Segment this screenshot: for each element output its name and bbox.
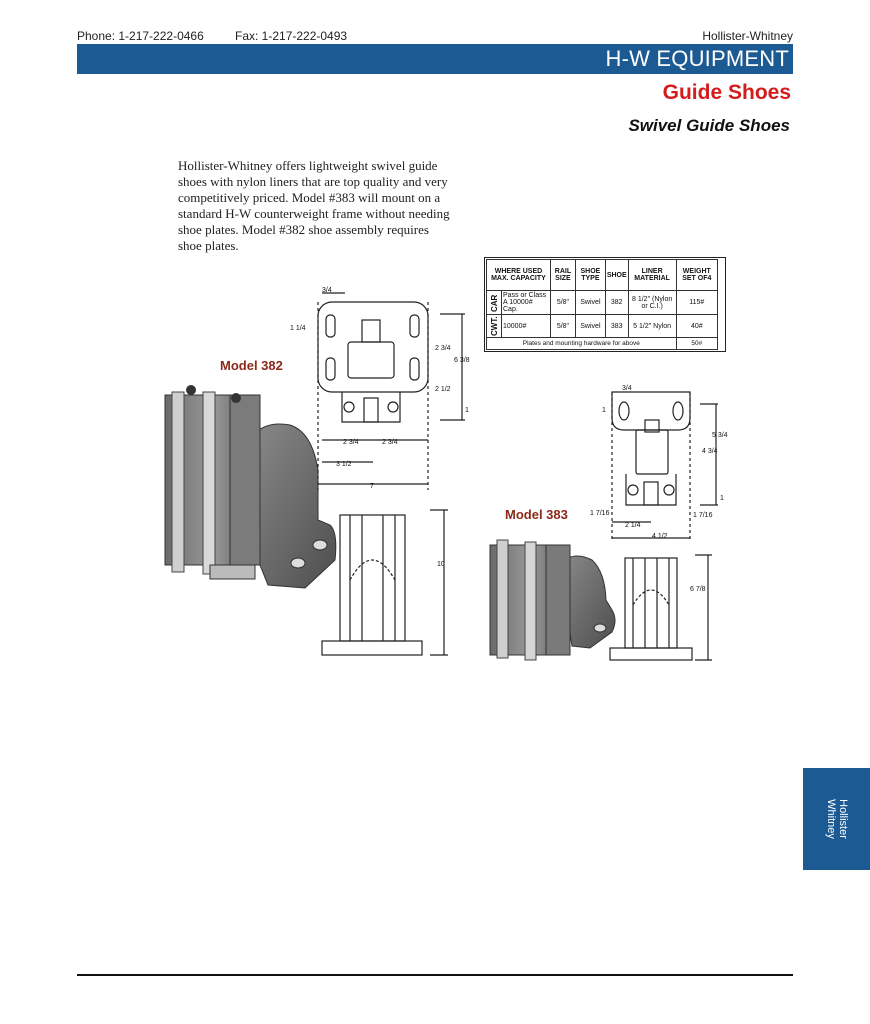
footer-label: Plates and mounting hardware for above: [486, 337, 677, 350]
model-383-photo: [489, 539, 616, 661]
side-tab-line2: Whitney: [824, 799, 837, 839]
dim-382-half-right: 2 3/4: [382, 439, 398, 446]
side-tab-line1: Hollister: [836, 799, 849, 839]
model-382-photo: [164, 385, 337, 589]
dim-383-right-mid: 4 3/4: [702, 448, 718, 455]
dim-382-overall-width: 7: [370, 483, 374, 490]
dim-383-half-width: 2 1/4: [625, 522, 641, 529]
dim-382-overall-height: 6 3/8: [454, 357, 470, 364]
row-rail: 5/8": [549, 314, 576, 338]
side-tab-label: Hollister Whitney: [825, 799, 849, 839]
table-footer-row: Plates and mounting hardware for above 5…: [486, 337, 719, 350]
model-382-dimensions: 3/4 1 1/4 2 3/4 6 3/8 2 1/2 1 2 3/4 2 3/…: [290, 287, 470, 568]
dim-382-right-bottom: 1: [465, 407, 469, 414]
sub-title: Swivel Guide Shoes: [628, 116, 790, 135]
row-liner: 5 1/2" Nylon: [627, 314, 677, 338]
model-382-front-drawing: [317, 292, 465, 490]
dim-383-right-upper: 5 3/4: [712, 432, 728, 439]
dim-382-top: 3/4: [322, 287, 332, 294]
dim-382-right-upper: 2 3/4: [435, 345, 451, 352]
row-capacity: Pass or Class A 10000# Cap.: [501, 290, 551, 315]
model-383-front-drawing: [611, 391, 718, 540]
company-name: Hollister-Whitney: [702, 29, 793, 43]
dim-382-half-left: 2 3/4: [343, 439, 359, 446]
dim-382-right-lower: 2 1/2: [435, 386, 451, 393]
section-title: Guide Shoes: [662, 81, 791, 104]
header-bar-title: H-W EQUIPMENT: [605, 46, 789, 71]
table-row: CWT. 10000# 5/8" Swivel 383 5 1/2" Nylon…: [486, 314, 719, 338]
spec-header-type: SHOE TYPE: [574, 259, 606, 291]
model-383-side-drawing: [609, 554, 712, 661]
phone-number: Phone: 1-217-222-0466: [77, 29, 204, 43]
spec-header-rail: RAIL SIZE: [549, 259, 576, 291]
model-383-label: Model 383: [505, 507, 568, 522]
dim-383-left-width: 1 7/16: [590, 510, 610, 517]
fax-number: Fax: 1-217-222-0493: [235, 29, 348, 43]
spec-header-weight: WEIGHT SET OF4: [675, 259, 719, 291]
side-tab[interactable]: Hollister Whitney: [803, 768, 870, 870]
spec-table: WHERE USED MAX. CAPACITY RAIL SIZE SHOE …: [486, 259, 719, 350]
dim-383-top: 3/4: [622, 385, 632, 392]
model-382-label: Model 382: [220, 358, 283, 373]
dim-383-side-height: 6 7/8: [690, 586, 706, 593]
footer-weight: 50#: [675, 337, 719, 350]
dim-383-right-bottom: 1: [720, 495, 724, 502]
header-bar: H-W EQUIPMENT: [77, 44, 793, 74]
spec-table-border: [484, 257, 726, 352]
row-capacity: 10000#: [501, 314, 551, 338]
dim-382-side-height: 10: [437, 561, 445, 568]
model-383-dimensions: 3/4 1 5 3/4 4 3/4 1 1 7/16 1 7/16 2 1/4 …: [590, 385, 728, 593]
intro-paragraph: Hollister-Whitney offers lightweight swi…: [178, 158, 450, 253]
dim-383-right-width: 1 7/16: [693, 512, 713, 519]
dim-383-left: 1: [602, 407, 606, 414]
dim-383-overall-width: 4 1/2: [652, 533, 668, 540]
model-382-side-drawing: [321, 509, 448, 656]
dim-382-left: 1 1/4: [290, 325, 306, 332]
dim-382-base-left: 3 1/2: [336, 461, 352, 468]
footer-rule: [77, 974, 793, 976]
